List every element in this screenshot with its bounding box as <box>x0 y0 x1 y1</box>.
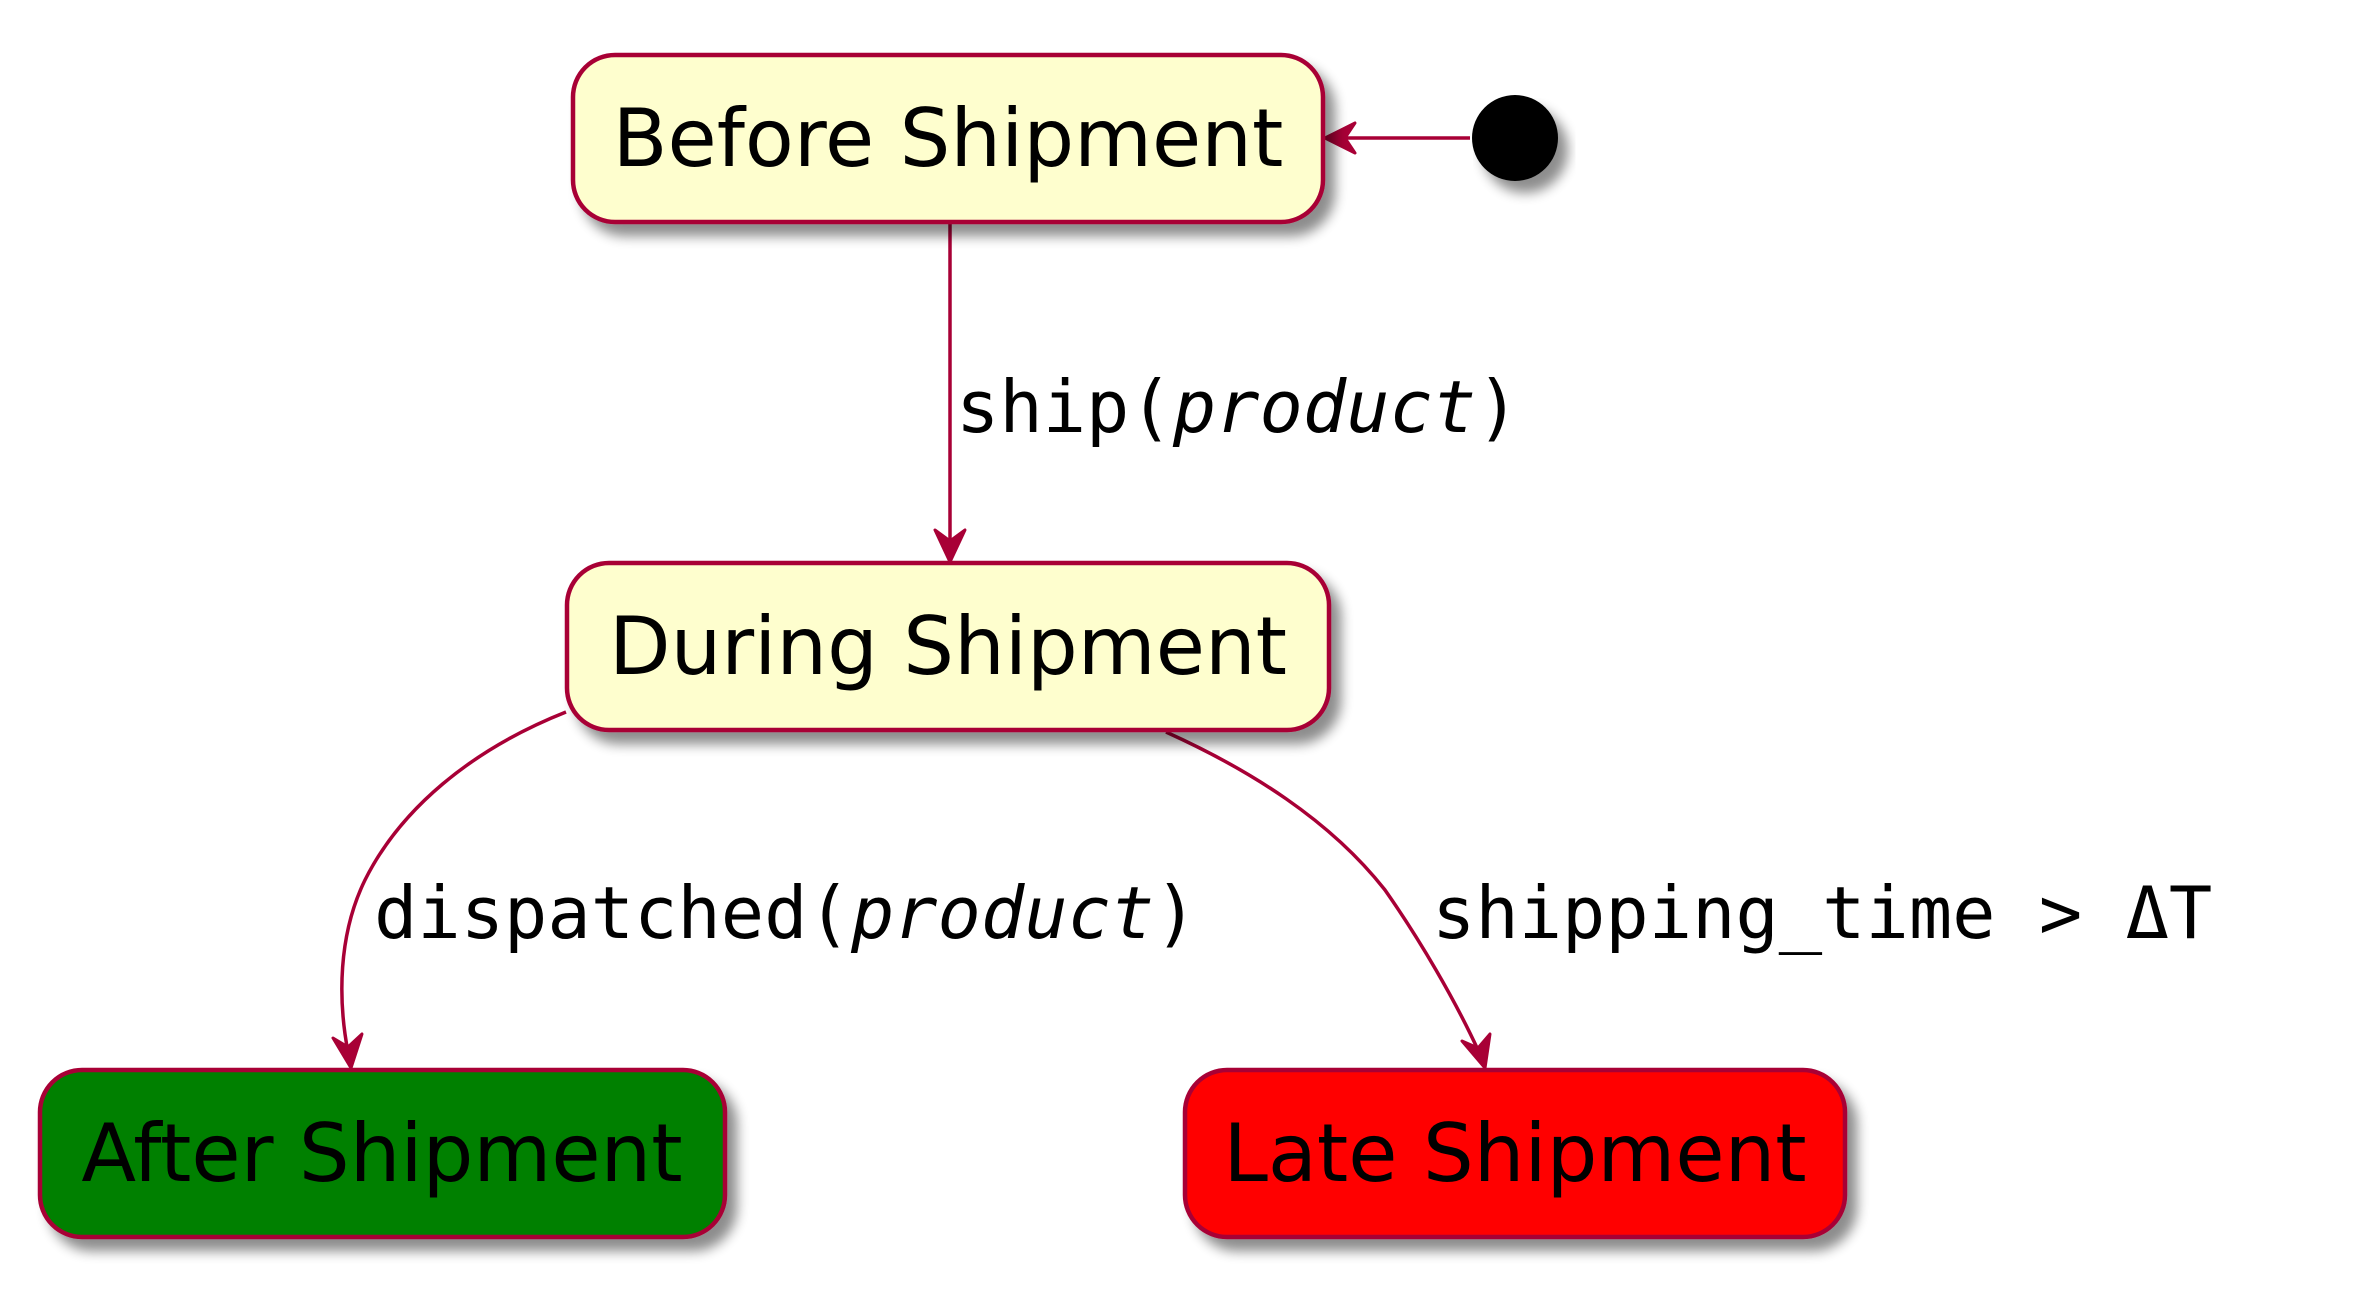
initial-state-dot <box>1472 95 1558 181</box>
state-late-shipment-label: Late Shipment <box>1223 1107 1806 1200</box>
label-shipping-time: shipping_time > ΔT <box>1432 871 2212 955</box>
state-before-shipment[interactable]: Before Shipment <box>570 52 1326 225</box>
state-during-shipment-label: During Shipment <box>609 600 1287 693</box>
state-late-shipment[interactable]: Late Shipment <box>1182 1067 1848 1240</box>
state-during-shipment[interactable]: During Shipment <box>564 560 1332 733</box>
edge-initial-to-before <box>1323 121 1470 155</box>
edge-during-to-late <box>1165 730 1492 1070</box>
state-after-shipment-label: After Shipment <box>81 1107 682 1200</box>
edge-during-to-after <box>331 710 567 1070</box>
state-before-shipment-label: Before Shipment <box>613 92 1284 185</box>
edge-before-to-during <box>933 224 967 564</box>
label-ship: ship(product) <box>956 365 1520 449</box>
state-after-shipment[interactable]: After Shipment <box>37 1067 728 1240</box>
label-dispatched: dispatched(product) <box>374 871 1198 955</box>
